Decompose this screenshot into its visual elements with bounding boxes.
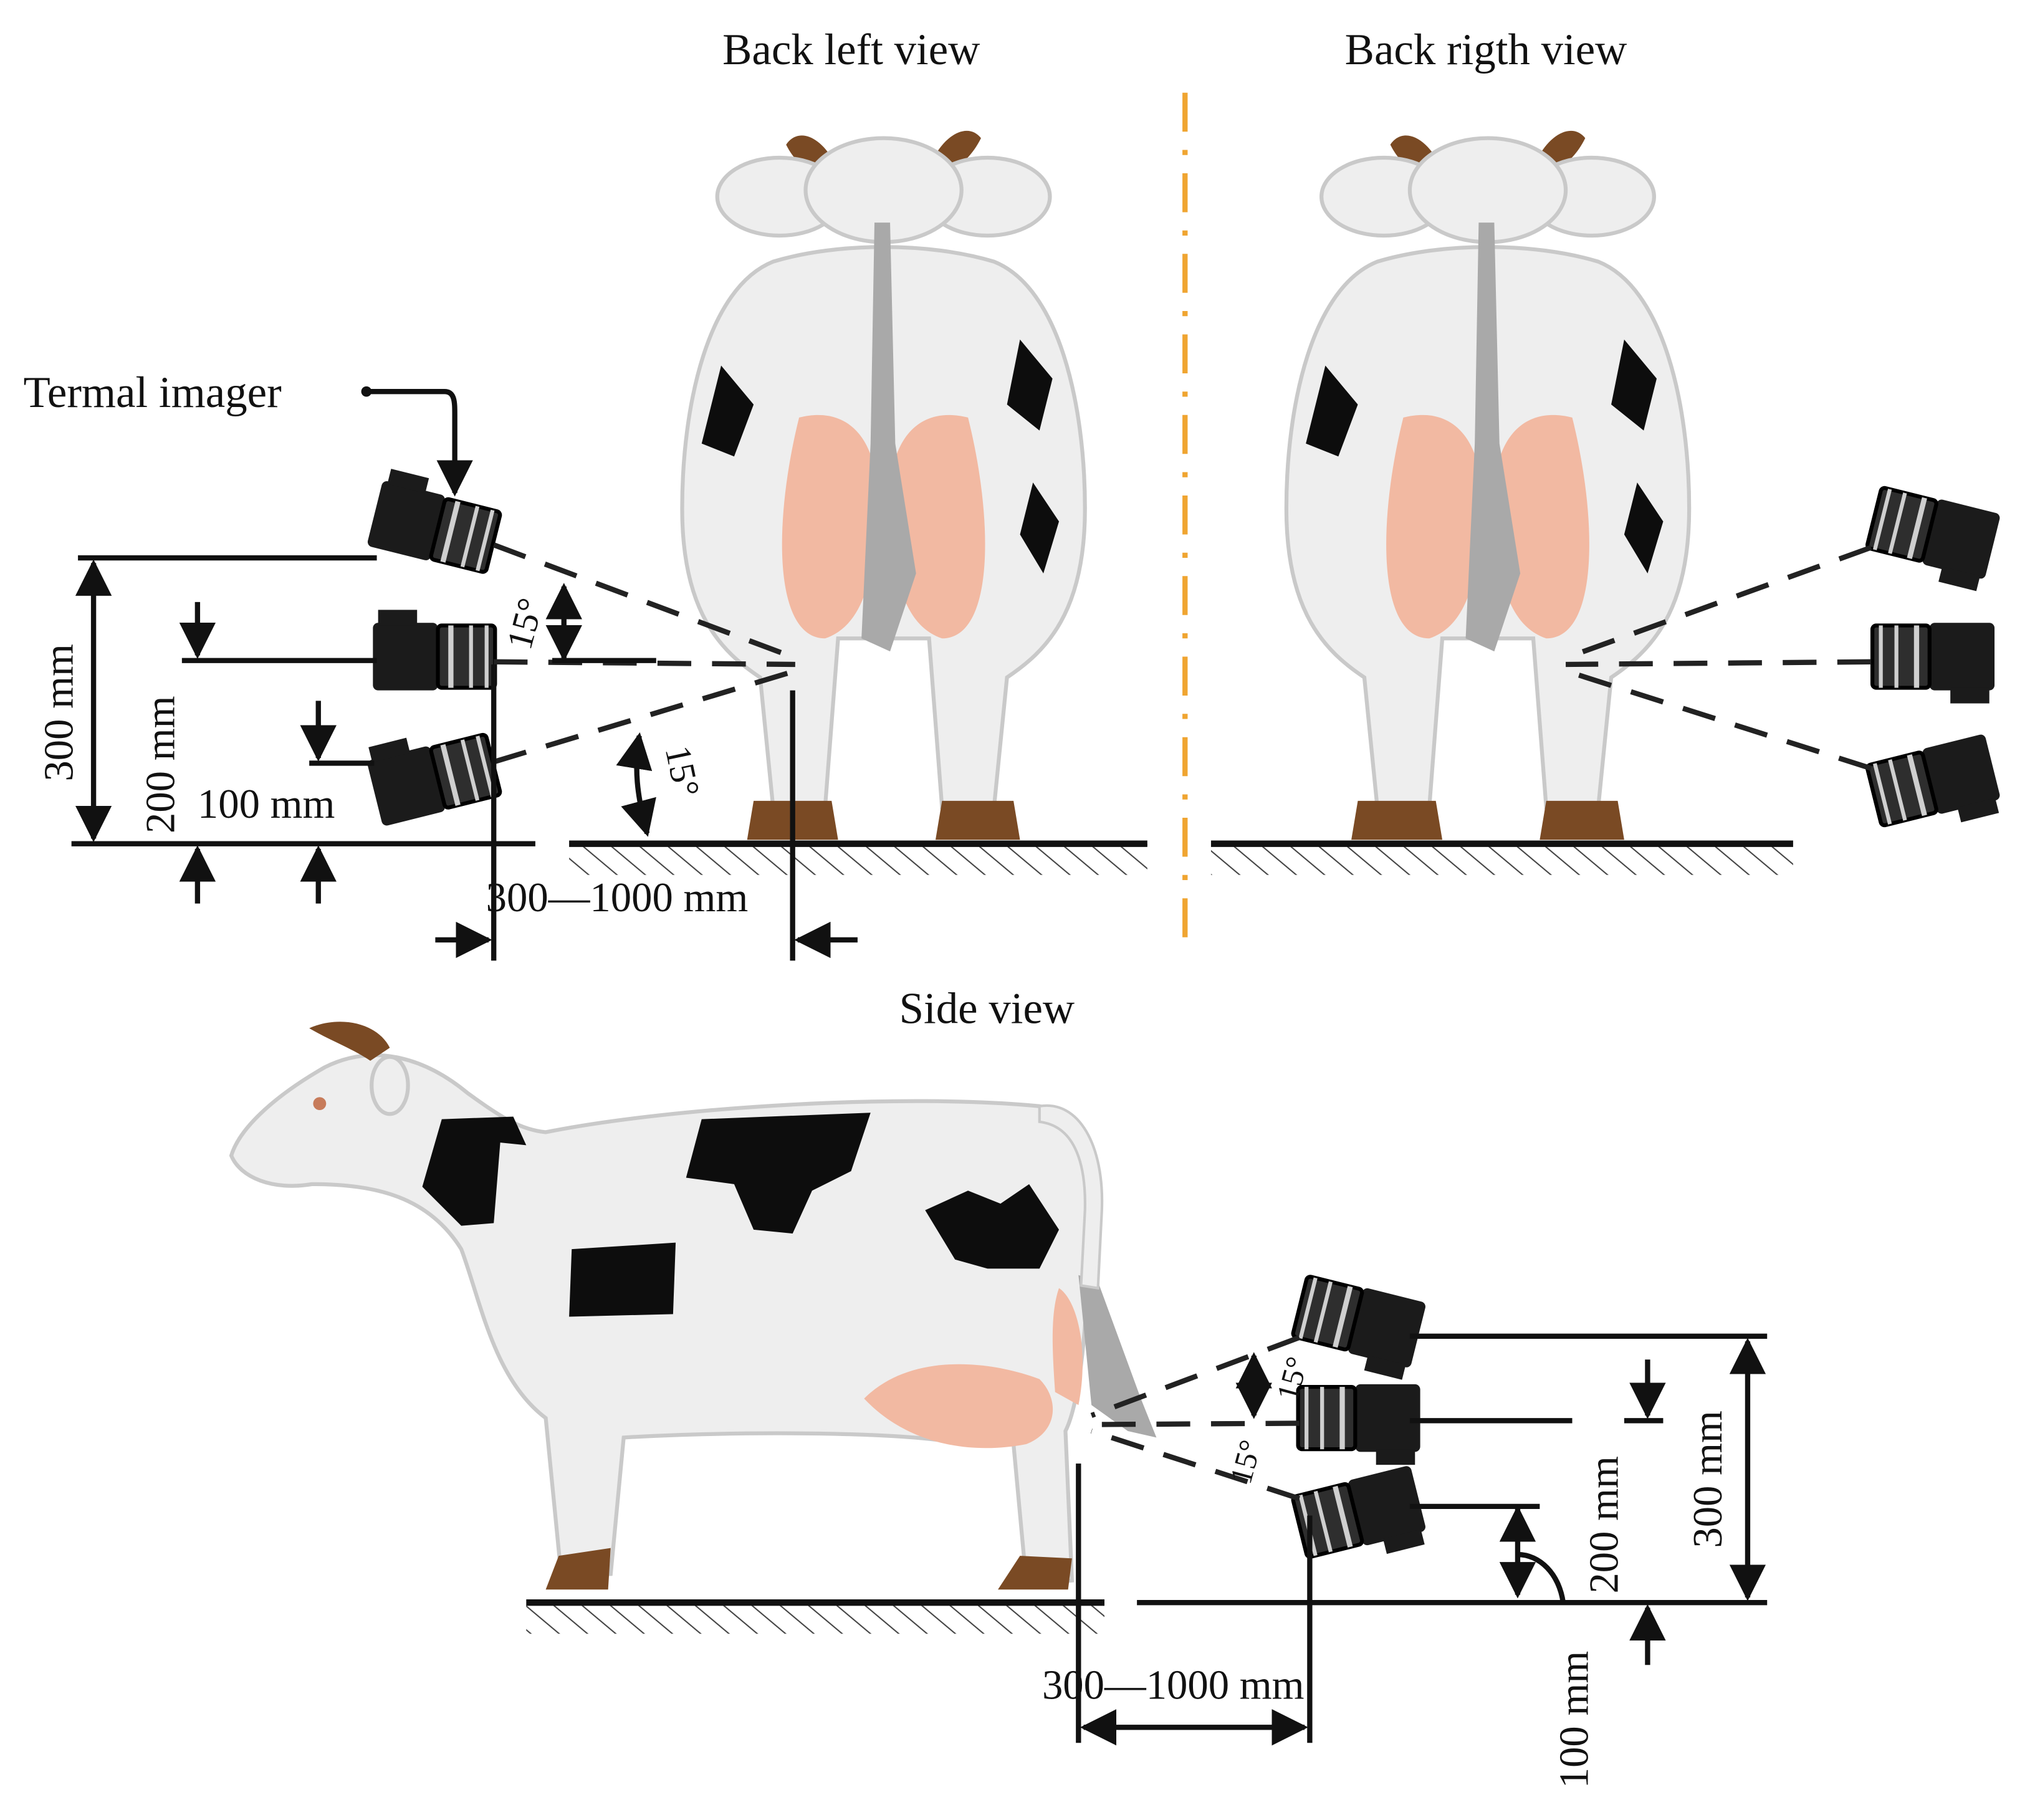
sight-line (1090, 1334, 1301, 1418)
thermal-camera-icon (1863, 485, 2001, 593)
dim-200-label: 200 mm (138, 696, 183, 834)
cow-back-icon (682, 131, 1085, 840)
sight-line (492, 668, 797, 765)
ground-hatch (526, 1602, 1105, 1634)
dim-200-label: 200 mm (1581, 1456, 1627, 1594)
back-left-view-title: Back left view (722, 26, 980, 74)
angle-label: 15° (499, 594, 551, 654)
dim-300-label: 300 mm (1685, 1410, 1731, 1548)
cow-back-icon (1286, 131, 1689, 840)
thermal-camera-icon (1291, 1465, 1429, 1573)
thermal-camera-icon (1866, 734, 2004, 841)
thermal-camera-icon (363, 719, 501, 826)
back-right-view-title: Back rigth view (1345, 26, 1627, 74)
cow-side-icon (229, 1022, 1157, 1590)
ground-hatch (569, 843, 1147, 875)
thermal-camera-icon (366, 467, 504, 575)
distance-label: 300—1000 mm (1042, 1662, 1305, 1708)
dim-100-label: 100 mm (198, 782, 335, 827)
thermal-camera-icon (1872, 623, 1995, 703)
side-view-title: Side view (899, 984, 1075, 1033)
angle-arc (1517, 1551, 1566, 1603)
thermal-camera-icon (1298, 1384, 1420, 1465)
ground-hatch (1210, 843, 1793, 875)
arrow-icon (616, 732, 656, 837)
arrow-icon (366, 389, 473, 497)
sight-line (1091, 1420, 1300, 1427)
thermal-imager-label: Termal imager (24, 368, 282, 417)
side-view: 300 mm 200 mm 100 mm 15° 15° 300—1000 mm (229, 1022, 1768, 1789)
thermal-camera-icon (373, 610, 495, 690)
distance-label: 300—1000 mm (486, 875, 749, 921)
back-left-view: 300 mm 200 mm 100 mm 15° 15° 300—1000 mm… (24, 131, 1147, 961)
angle-label: 15° (1223, 1436, 1268, 1487)
dim-300-label: 300 mm (37, 644, 82, 782)
angle-label: 15° (658, 742, 708, 800)
dim-100-label: 100 mm (1552, 1651, 1597, 1789)
sight-line (1090, 1429, 1301, 1502)
sight-line (494, 659, 795, 668)
back-right-view (1210, 131, 2004, 875)
